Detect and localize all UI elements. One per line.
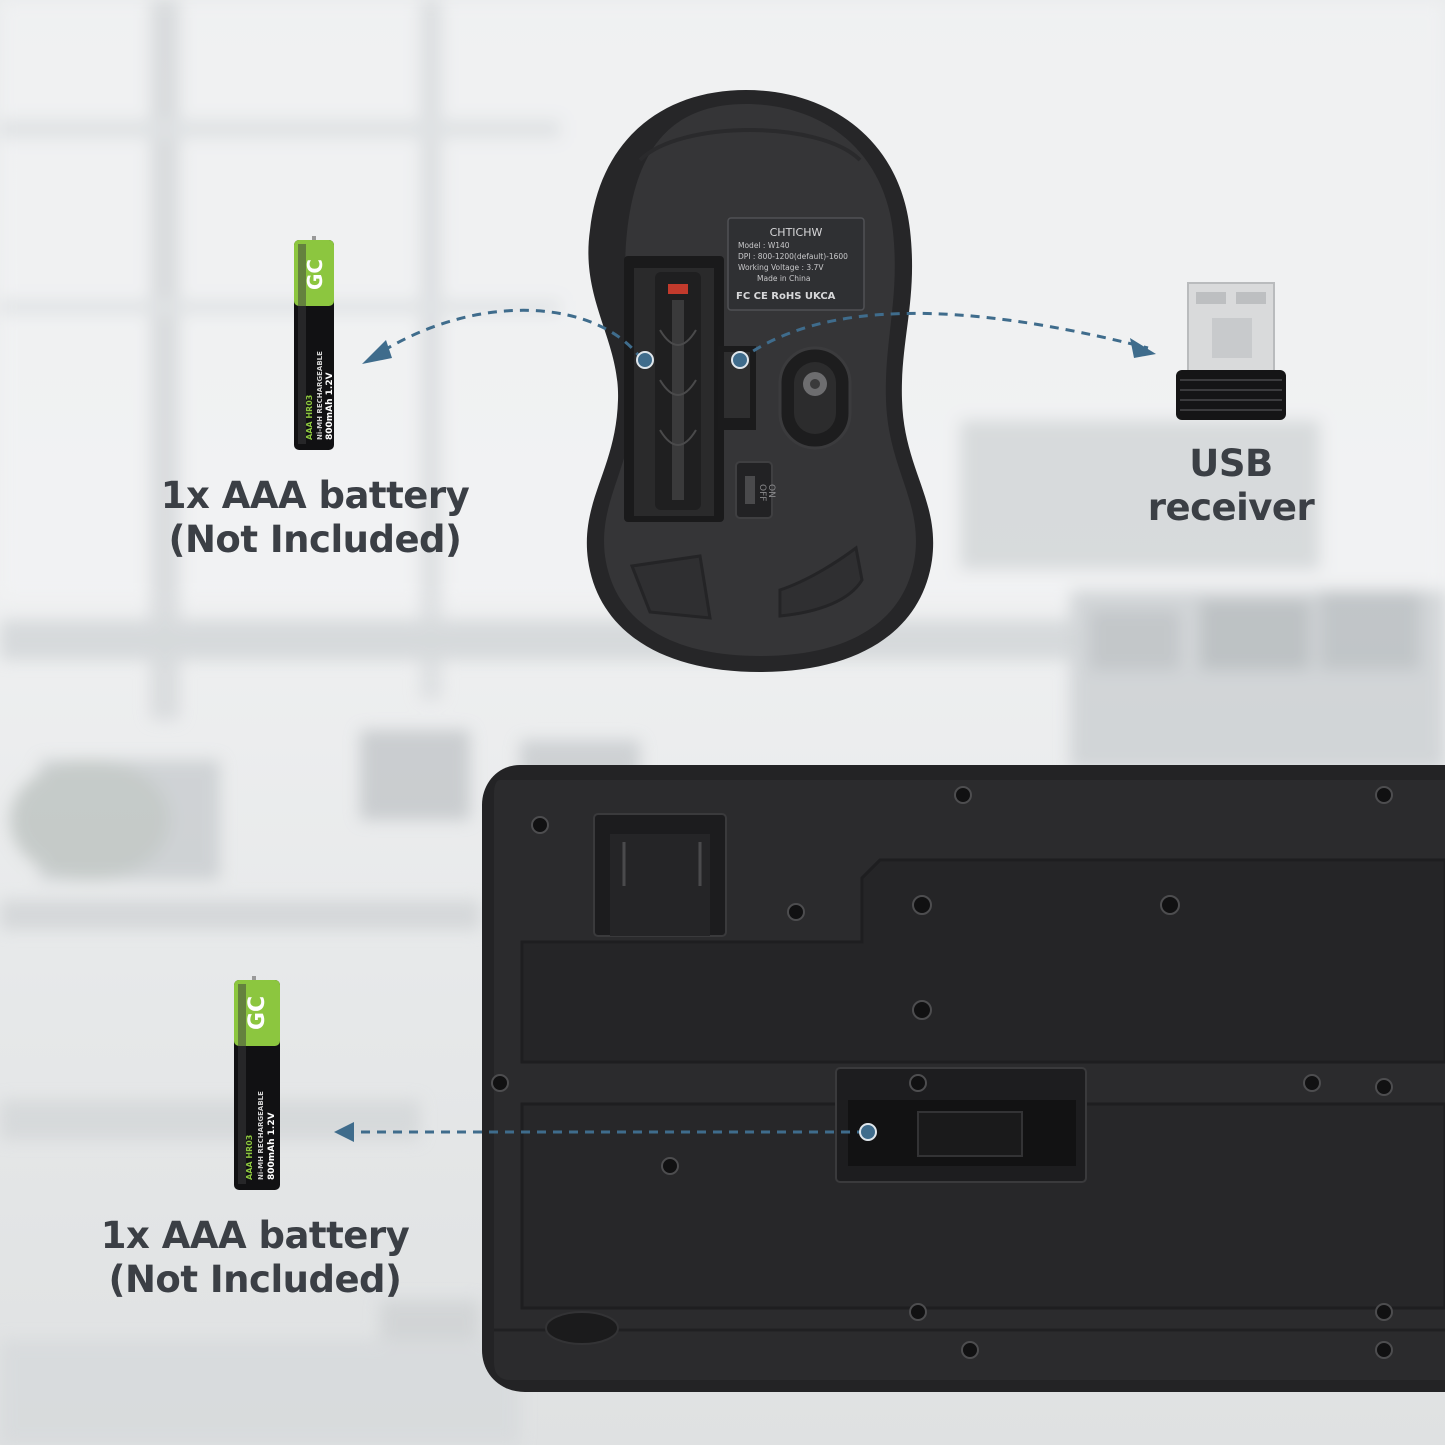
battery-chemistry-2: Ni-MH RECHARGEABLE xyxy=(257,1091,265,1180)
sticker-marks: FC CE RoHS UKCA xyxy=(736,291,836,302)
mouse-battery-label: 1x AAA battery (Not Included) xyxy=(150,474,480,563)
battery-brand-2: GC xyxy=(245,996,270,1030)
keyboard-battery-label-line1: 1x AAA battery xyxy=(100,1214,410,1257)
mouse-receiver-dot xyxy=(731,351,749,369)
usb-arrowhead xyxy=(1130,338,1156,358)
mouse-bottom: OFF ON CHTICHW Model : W140 DPI : 800-12… xyxy=(586,90,934,672)
usb-receiver xyxy=(1176,282,1286,420)
battery-chemistry: Ni-MH RECHARGEABLE xyxy=(316,351,324,440)
sticker-brand: CHTICHW xyxy=(770,226,823,239)
battery-capacity-2: 800mAh 1.2V xyxy=(267,1112,277,1180)
sticker-dpi: DPI : 800-1200(default)-1600 xyxy=(738,252,848,261)
sticker-voltage: Working Voltage : 3.7V xyxy=(738,263,824,272)
mouse-battery-arrow xyxy=(377,308,644,361)
keyboard-battery-label-line2: (Not Included) xyxy=(108,1258,402,1302)
keyboard-battery-dot xyxy=(859,1123,877,1141)
sticker-model: Model : W140 xyxy=(738,241,790,250)
battery-brand: GC xyxy=(303,259,327,290)
keyboard-bottom xyxy=(482,765,1445,1392)
battery-capacity: 800mAh 1.2V xyxy=(325,372,335,440)
switch-off-label: OFF xyxy=(757,484,767,501)
mouse-battery-arrowhead xyxy=(362,340,392,364)
sticker-origin: Made in China xyxy=(757,274,810,283)
battery-type: AAA HR03 xyxy=(305,395,314,440)
usb-receiver-label: USB receiver xyxy=(1100,442,1362,531)
mouse-battery-image: GC AAA HR03 Ni-MH RECHARGEABLE 800mAh 1.… xyxy=(294,236,335,450)
switch-on-label: ON xyxy=(766,484,776,498)
keyboard-battery-arrowhead xyxy=(334,1122,354,1142)
mouse-battery-label-line1: 1x AAA battery xyxy=(160,474,470,517)
mouse-battery-dot xyxy=(636,351,654,369)
battery-type-2: AAA HR03 xyxy=(245,1135,254,1180)
keyboard-battery-label: 1x AAA battery (Not Included) xyxy=(90,1214,420,1303)
usb-receiver-label-text: USB receiver xyxy=(1147,442,1315,530)
mouse-battery-label-line2: (Not Included) xyxy=(168,518,462,562)
keyboard-battery-image: GC AAA HR03 Ni-MH RECHARGEABLE 800mAh 1.… xyxy=(234,976,280,1190)
